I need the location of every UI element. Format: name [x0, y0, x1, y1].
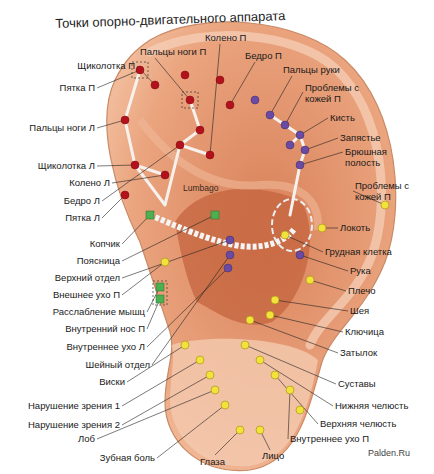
green-point: [211, 211, 219, 219]
red-point: [121, 116, 129, 124]
point-label: Грудная клетка: [325, 246, 392, 257]
point-label: Пятка Л: [65, 212, 100, 223]
earlobe: [170, 339, 318, 467]
yellow-point: [221, 401, 229, 409]
purple-point: [296, 251, 304, 259]
yellow-point: [211, 386, 219, 394]
purple-point: [251, 96, 259, 104]
yellow-point: [256, 356, 264, 364]
yellow-point: [256, 426, 264, 434]
yellow-point: [161, 258, 169, 266]
red-point: [181, 71, 189, 79]
point-label: Плечо: [348, 285, 376, 296]
point-label: Расслабление мышц: [53, 306, 145, 317]
yellow-point: [381, 201, 389, 209]
point-label: Локоть: [340, 222, 370, 233]
point-label: Глаза: [200, 456, 225, 467]
point-label: Бедро Л: [64, 195, 100, 206]
point-label: Верхняя челюсть: [320, 418, 396, 429]
purple-point: [286, 141, 294, 149]
point-label: Пальцы ноги Л: [29, 122, 95, 133]
yellow-point: [181, 341, 189, 349]
purple-point: [301, 146, 309, 154]
green-point: [156, 283, 164, 291]
point-label: Пятка П: [60, 82, 95, 93]
point-label: Проблемы с кожей П: [355, 180, 421, 202]
yellow-point: [296, 406, 304, 414]
yellow-point: [318, 224, 326, 232]
point-label: Щиколотка П: [77, 60, 135, 71]
point-label: Щиколотка Л: [38, 160, 95, 171]
green-point: [156, 295, 164, 303]
red-point: [161, 171, 169, 179]
region-label: Lumbago: [183, 183, 218, 194]
red-point: [196, 126, 204, 134]
point-label: Ключица: [345, 326, 384, 337]
point-label: Колено Л: [69, 177, 110, 188]
point-label: Виски: [99, 376, 125, 387]
yellow-point: [196, 356, 204, 364]
red-point: [131, 161, 139, 169]
point-label: Бедро П: [245, 50, 282, 61]
point-label: Копчик: [90, 238, 120, 249]
point-label: Нарушение зрения 1: [28, 400, 120, 411]
point-label: Внутреннее ухо П: [290, 433, 369, 444]
purple-point: [266, 111, 274, 119]
red-point: [206, 151, 214, 159]
red-point: [226, 101, 234, 109]
green-point: [146, 211, 154, 219]
point-label: Верхний отдел: [55, 272, 120, 283]
yellow-point: [246, 316, 254, 324]
point-label: Брюшная полость: [345, 146, 405, 168]
dashed-bracket: [182, 92, 198, 108]
red-point: [216, 76, 224, 84]
arm-bones: [270, 115, 305, 215]
point-label: Затылок: [340, 347, 377, 358]
point-label: Шея: [350, 305, 369, 316]
point-label: Лицо: [262, 450, 284, 461]
point-label: Внутренний нос П: [65, 323, 145, 334]
yellow-point: [236, 426, 244, 434]
point-label: Суставы: [338, 378, 376, 389]
point-label: Шейный отдел: [86, 359, 150, 370]
yellow-point: [286, 386, 294, 394]
yellow-point: [266, 311, 274, 319]
point-label: Колено П: [205, 32, 246, 43]
point-label: Лоб: [78, 433, 95, 444]
point-label: Нарушение зрения 2: [28, 419, 120, 430]
watermark: Palden.Ru: [368, 448, 410, 459]
red-point: [186, 96, 194, 104]
point-label: Запястье: [340, 132, 381, 143]
yellow-point: [241, 341, 249, 349]
red-point: [176, 141, 184, 149]
purple-point: [296, 161, 304, 169]
point-label: Кисть: [330, 112, 355, 123]
yellow-point: [281, 231, 289, 239]
purple-point: [226, 251, 234, 259]
point-label: Рука: [350, 265, 371, 276]
purple-point: [224, 264, 232, 272]
point-label: Поясница: [77, 255, 120, 266]
red-point: [121, 191, 129, 199]
purple-point: [226, 236, 234, 244]
yellow-point: [271, 296, 279, 304]
yellow-point: [206, 371, 214, 379]
point-label: Внутреннее ухо Л: [66, 341, 145, 352]
point-label: Пальцы ноги П: [140, 46, 206, 57]
dashed-bracket: [153, 281, 167, 305]
point-label: Нижняя челюсть: [335, 400, 408, 411]
purple-point: [281, 121, 289, 129]
yellow-point: [271, 371, 279, 379]
yellow-point: [306, 276, 314, 284]
point-label: Зубная боль: [100, 452, 155, 463]
point-label: Пальцы руки: [283, 64, 340, 75]
red-point: [136, 66, 144, 74]
point-label: Внешнее ухо П: [53, 289, 120, 300]
purple-point: [296, 131, 304, 139]
red-point: [151, 81, 159, 89]
point-label: Проблемы с кожей П: [305, 82, 371, 104]
helix-rim: [150, 36, 382, 345]
